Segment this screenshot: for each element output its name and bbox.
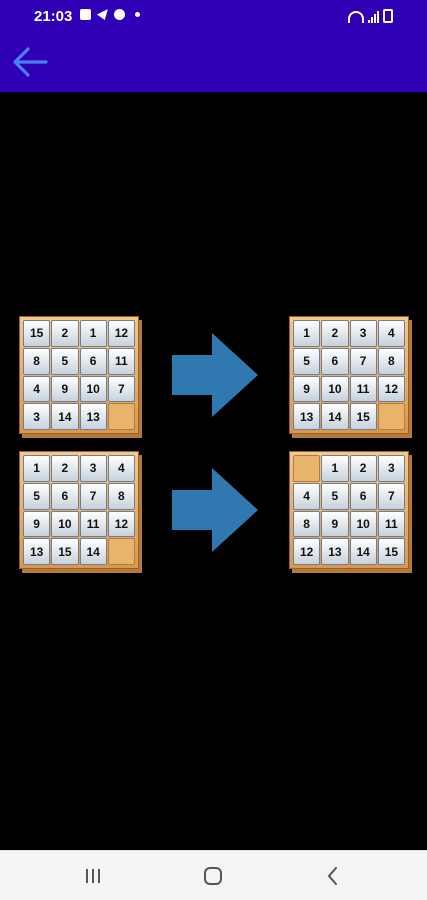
status-bar: 21:03 [0,0,427,34]
puzzle-tile: 2 [321,320,349,347]
puzzle-tile: 1 [23,455,51,482]
back-icon [327,867,337,885]
puzzle-tile: 10 [79,375,107,403]
nav-back-button[interactable] [320,863,346,889]
puzzle-tile: 1 [321,455,349,482]
home-button[interactable] [200,863,226,889]
puzzle-tile: 6 [321,347,349,375]
arrow-right-icon [172,333,258,417]
puzzle-tile: 14 [51,403,79,430]
puzzle-tile: 12 [107,320,135,347]
empty-slot [107,538,135,565]
puzzle-tile: 5 [321,482,349,510]
puzzle-tile: 3 [23,403,51,430]
puzzle-tile: 9 [293,375,321,403]
puzzle-tile: 7 [107,375,135,403]
puzzle-tile: 15 [23,320,51,347]
puzzle-tile: 11 [377,510,405,538]
empty-slot [377,403,405,430]
back-button[interactable] [8,42,52,82]
puzzle-tile: 14 [349,538,377,565]
puzzle-tile: 3 [349,320,377,347]
recent-apps-icon [86,869,100,883]
status-time: 21:03 [34,8,73,25]
puzzle-tile: 14 [79,538,107,565]
notification-dot-icon [135,12,140,17]
app-bar [0,34,427,92]
puzzle-tile: 7 [377,482,405,510]
puzzle-tile: 8 [377,347,405,375]
puzzle-tile: 8 [293,510,321,538]
puzzle-tile: 2 [349,455,377,482]
puzzle-tile: 4 [377,320,405,347]
puzzle-tile: 12 [293,538,321,565]
status-right-icons [348,9,393,23]
puzzle-tile: 4 [293,482,321,510]
puzzle-tile: 2 [51,455,79,482]
empty-slot [107,403,135,430]
puzzle-tile: 7 [349,347,377,375]
puzzle-tile: 5 [23,482,51,510]
puzzle-tile: 10 [349,510,377,538]
signal-icon [368,11,379,23]
puzzle-tile: 2 [51,320,79,347]
puzzle-tile: 4 [23,375,51,403]
puzzle-tile: 11 [107,347,135,375]
gallery-icon [80,9,91,20]
puzzle-tile: 7 [79,482,107,510]
puzzle-tile: 15 [377,538,405,565]
puzzle-tile: 13 [321,538,349,565]
puzzle-tile: 13 [293,403,321,430]
puzzle-tile: 14 [321,403,349,430]
puzzle-tile: 12 [107,510,135,538]
puzzle-tile: 9 [23,510,51,538]
puzzle-tile: 8 [107,482,135,510]
telegram-icon [97,9,108,20]
puzzle-tile: 1 [293,320,321,347]
puzzle-tile: 1 [79,320,107,347]
puzzle-tile: 6 [79,347,107,375]
puzzle-tile: 13 [23,538,51,565]
puzzle-tile: 10 [321,375,349,403]
home-icon [204,867,222,885]
puzzle-tile: 4 [107,455,135,482]
wifi-icon [348,11,364,23]
puzzle-tile: 9 [321,510,349,538]
puzzle-tile: 9 [51,375,79,403]
empty-slot [293,455,321,482]
puzzle-tile: 5 [51,347,79,375]
system-nav-bar [0,850,427,900]
puzzle-tile: 10 [51,510,79,538]
battery-icon [383,9,393,23]
puzzle-tile: 12 [377,375,405,403]
vpn-icon [114,9,125,20]
puzzle-tile: 11 [79,510,107,538]
puzzle-tile: 3 [79,455,107,482]
puzzle-tile: 15 [349,403,377,430]
recent-apps-button[interactable] [80,863,106,889]
puzzle-tile: 15 [51,538,79,565]
puzzle-tile: 5 [293,347,321,375]
arrow-left-icon [13,47,48,77]
status-left-icons [80,9,140,20]
puzzle-tile: 11 [349,375,377,403]
puzzle-tile: 13 [79,403,107,430]
puzzle-tile: 6 [51,482,79,510]
arrow-right-icon [172,468,258,552]
puzzle-tile: 3 [377,455,405,482]
puzzle-tile: 6 [349,482,377,510]
puzzle-tile: 8 [23,347,51,375]
